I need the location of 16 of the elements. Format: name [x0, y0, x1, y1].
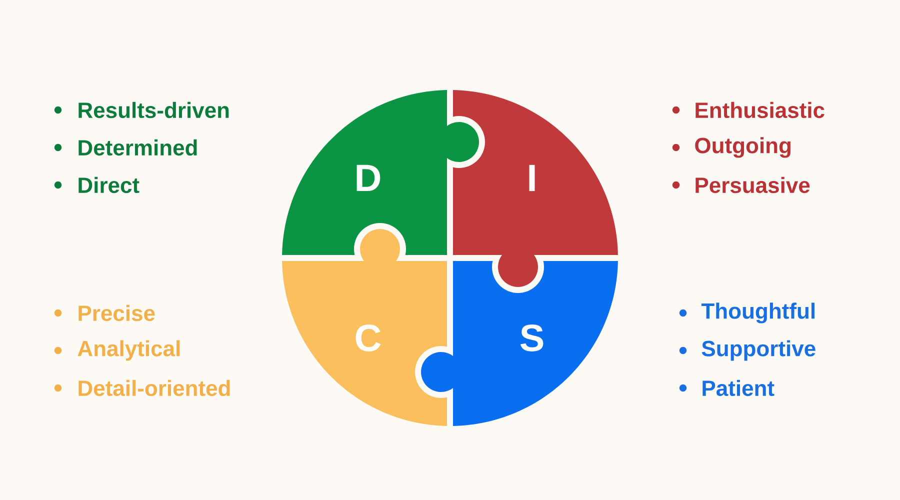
list-item: Persuasive: [672, 176, 810, 194]
list-item: Patient: [679, 380, 774, 396]
list-item: Results-driven: [54, 102, 229, 118]
list-item: Determined: [54, 139, 197, 156]
puzzle-piece: S: [421, 260, 618, 426]
list-item: Analytical: [54, 340, 180, 361]
list-item: Outgoing: [672, 137, 790, 158]
list-item: Supportive: [679, 340, 816, 361]
puzzle-piece: C: [282, 229, 447, 426]
list-item: Detail-oriented: [54, 380, 230, 396]
puzzle-piece: D: [282, 90, 479, 255]
list-item: Thoughtful: [679, 302, 814, 324]
puzzle-piece: I: [453, 90, 618, 287]
list-item: Direct: [54, 176, 140, 194]
list-item: Enthusiastic: [672, 102, 824, 118]
list-item: Precise: [54, 304, 155, 322]
